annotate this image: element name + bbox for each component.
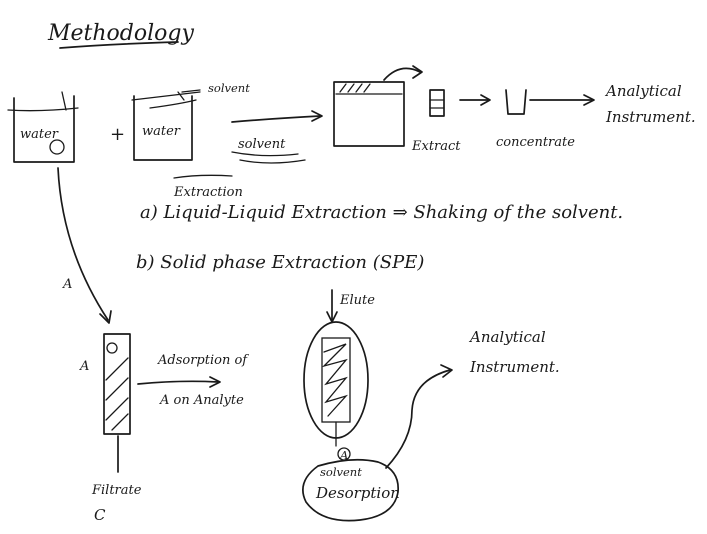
beaker1-label: water: [20, 127, 59, 142]
instrument-label-line2: Instrument.: [605, 108, 696, 126]
methods-heading-mark: [174, 175, 232, 178]
beaker-2: water solvent: [132, 81, 250, 160]
concentrate-vial: concentrate: [496, 90, 575, 150]
instrument2-line1: Analytical: [468, 328, 546, 346]
beaker-1: water: [8, 92, 78, 162]
desorption-label: Desorption: [315, 484, 400, 502]
separation-container: [334, 66, 422, 146]
arrow1-label: solvent: [238, 137, 286, 152]
analyte-mark: A: [62, 277, 72, 292]
arrow-to-instrument-2: [386, 370, 450, 468]
arrow1-underline-2: [240, 160, 305, 163]
filtrate-label: Filtrate: [91, 483, 142, 498]
solvent-label: solvent: [208, 81, 250, 95]
solvent-small-label: solvent: [320, 465, 362, 479]
arrow-beaker-to-column: [58, 168, 108, 320]
extract-vial: Extract: [411, 90, 461, 154]
elute-label: Elute: [339, 293, 375, 308]
arrow1-underline: [232, 152, 298, 156]
curved-arrow: [384, 68, 420, 80]
extract-label: Extract: [411, 139, 461, 154]
adsorption-line2: A on Analyte: [159, 393, 244, 408]
methods-heading: Extraction: [173, 185, 243, 200]
elution-column: Elute A solvent: [304, 290, 375, 479]
beaker2-label: water: [142, 124, 181, 139]
instrument2-line2: Instrument.: [469, 358, 560, 376]
instrument-label-line1: Analytical: [604, 82, 682, 100]
method-item-b: b) Solid phase Extraction (SPE): [136, 252, 424, 273]
adsorption-line1: Adsorption of: [157, 353, 249, 368]
spe-column: A: [79, 334, 130, 434]
method-item-a: a) Liquid-Liquid Extraction ⇒ Shaking of…: [140, 202, 623, 223]
arrow-adsorption: [138, 381, 218, 384]
plus-sign: +: [110, 124, 125, 145]
arrow-to-funnel: [232, 116, 320, 122]
column-analyte-mark: A: [79, 359, 89, 374]
filtrate-letter: C: [94, 506, 106, 524]
concentrate-label: concentrate: [496, 135, 575, 150]
